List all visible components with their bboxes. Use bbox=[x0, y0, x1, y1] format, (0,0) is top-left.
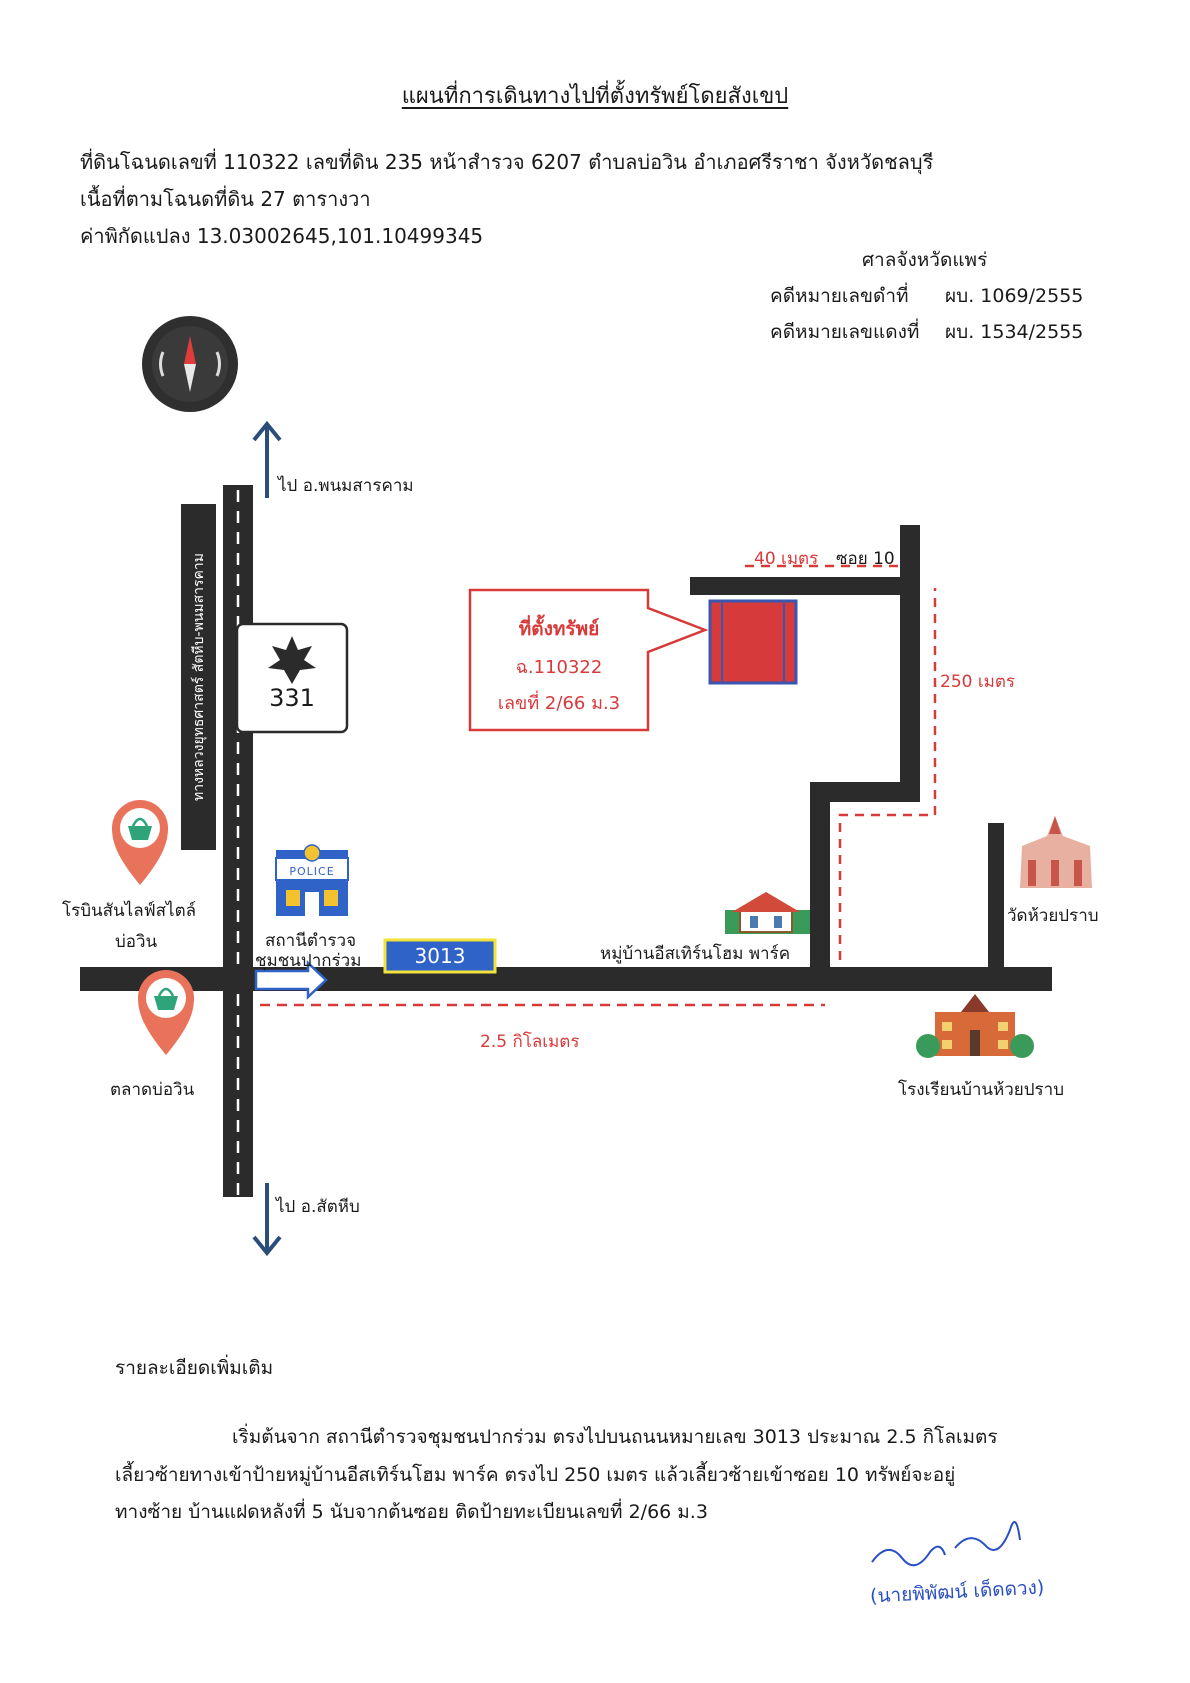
soi-label: ซอย 10 bbox=[836, 549, 895, 569]
highway-name-label: ทางหลวงยุทธศาสตร์ สัตหีบ-พนมสารคาม bbox=[191, 553, 207, 801]
temple-icon bbox=[1020, 816, 1092, 888]
police-label-line1: สถานีตำรวจ bbox=[265, 931, 357, 951]
signature-mark bbox=[871, 1521, 1021, 1567]
north-direction-label: ไป อ.พนมสารคาม bbox=[278, 476, 414, 496]
highway-number: 331 bbox=[269, 684, 315, 712]
temple-road bbox=[988, 823, 1004, 973]
soi-10-road bbox=[690, 577, 920, 595]
soi-distance-label: 40 เมตร bbox=[754, 549, 819, 569]
market-label: ตลาดบ่อวิน bbox=[110, 1080, 195, 1100]
court-name: ศาลจังหวัดแพร่ bbox=[862, 249, 988, 271]
school-icon bbox=[916, 994, 1034, 1058]
road-3013-sign bbox=[383, 938, 497, 974]
property-box-title: ที่ตั้งทรัพย์ bbox=[518, 618, 600, 640]
route-guide-250m bbox=[838, 588, 937, 960]
police-sign-text: POLICE bbox=[289, 865, 335, 878]
details-line-1: เริ่มต้นจาก สถานีตำรวจชุมชนปากร่วม ตรงไป… bbox=[232, 1426, 998, 1448]
details-line-2: เลี้ยวซ้ายทางเข้าป้ายหมู่บ้านอีสเทิร์นโฮ… bbox=[115, 1464, 956, 1486]
black-case-number: ผบ. 1069/2555 bbox=[945, 285, 1084, 307]
robinson-shopping-pin-icon bbox=[112, 800, 168, 885]
police-station-icon bbox=[275, 844, 349, 916]
property-callout bbox=[468, 588, 709, 732]
village-road bbox=[810, 525, 920, 967]
compass-icon bbox=[142, 316, 238, 412]
north-arrow-icon bbox=[252, 420, 282, 498]
village-distance-label: 250 เมตร bbox=[940, 672, 1016, 692]
details-heading: รายละเอียดเพิ่มเติม bbox=[115, 1357, 274, 1379]
south-arrow-icon bbox=[252, 1183, 282, 1257]
village-label: หมู่บ้านอีสเทิร์นโฮม พาร์ค bbox=[600, 944, 791, 964]
road-number: 3013 bbox=[414, 944, 466, 968]
highway-name-banner bbox=[181, 504, 216, 850]
south-direction-label: ไป อ.สัตหีบ bbox=[276, 1197, 360, 1217]
school-label: โรงเรียนบ้านห้วยปราบ bbox=[898, 1080, 1065, 1100]
robinson-label-line1: โรบินสันไลฟ์สไตล์ bbox=[62, 901, 197, 921]
red-case-number: ผบ. 1534/2555 bbox=[945, 321, 1084, 343]
village-house-icon bbox=[725, 892, 810, 934]
road-3013 bbox=[80, 967, 1052, 991]
deed-line: ที่ดินโฉนดเลขที่ 110322 เลขที่ดิน 235 หน… bbox=[80, 150, 934, 174]
area-line: เนื้อที่ตามโฉนดที่ดิน 27 ตารางวา bbox=[80, 187, 371, 211]
property-box-deed: ฉ.110322 bbox=[515, 657, 603, 678]
page-title: แผนที่การเดินทางไปที่ตั้งทรัพย์โดยสังเขป bbox=[401, 84, 789, 109]
direction-arrow-icon bbox=[254, 960, 328, 1000]
details-line-3: ทางซ้าย บ้านแฝดหลังที่ 5 นับจากต้นซอย ติ… bbox=[115, 1501, 708, 1523]
red-case-label: คดีหมายเลขแดงที่ bbox=[770, 321, 920, 343]
police-label-line2: ชุมชนปากร่วม bbox=[255, 951, 362, 971]
temple-label: วัดห้วยปราบ bbox=[1007, 906, 1099, 926]
black-case-label: คดีหมายเลขดำที่ bbox=[770, 285, 909, 307]
robinson-label-line2: บ่อวิน bbox=[115, 932, 158, 952]
road-distance-label: 2.5 กิโลเมตร bbox=[480, 1032, 580, 1052]
highway-331-road bbox=[223, 485, 253, 1197]
coordinates-line: ค่าพิกัดแปลง 13.03002645,101.10499345 bbox=[80, 224, 484, 248]
market-shopping-pin-icon bbox=[138, 970, 194, 1055]
property-box-house-no: เลขที่ 2/66 ม.3 bbox=[497, 693, 621, 714]
highway-shield bbox=[235, 622, 349, 734]
property-marker bbox=[708, 599, 798, 685]
